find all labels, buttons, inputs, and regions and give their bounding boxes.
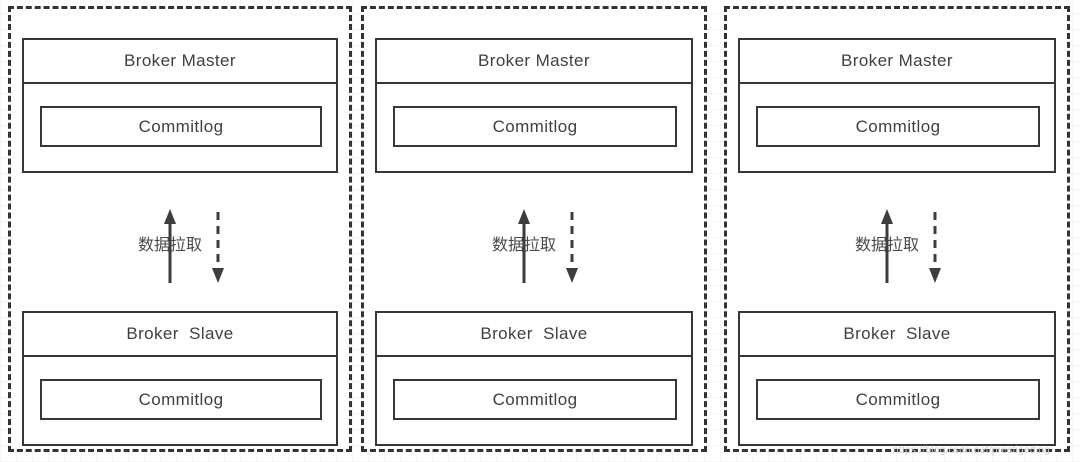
slave-commitlog-box: Commitlog <box>756 379 1040 420</box>
broker-group-panel-2: Broker Master Commitlog 数据拉取 Broker Slav… <box>361 6 707 452</box>
broker-slave-box: Broker Slave Commitlog <box>738 311 1056 446</box>
dashed-down-arrow-icon <box>929 212 941 283</box>
broker-slave-box: Broker Slave Commitlog <box>22 311 338 446</box>
slave-commitlog-box: Commitlog <box>40 379 322 420</box>
broker-slave-body: Commitlog <box>740 357 1054 444</box>
broker-slave-body: Commitlog <box>377 357 691 444</box>
broker-master-title: Broker Master <box>377 40 691 84</box>
broker-master-box: Broker Master Commitlog <box>22 38 338 173</box>
broker-master-box: Broker Master Commitlog <box>375 38 693 173</box>
data-pull-label: 数据拉取 <box>855 237 920 254</box>
dashed-down-arrow-icon <box>566 212 578 283</box>
broker-slave-box: Broker Slave Commitlog <box>375 311 693 446</box>
broker-master-body: Commitlog <box>740 84 1054 171</box>
data-pull-arrows: 数据拉取 <box>492 203 604 288</box>
master-commitlog-box: Commitlog <box>756 106 1040 147</box>
solid-up-arrow-icon <box>164 209 176 283</box>
broker-slave-title: Broker Slave <box>377 313 691 357</box>
broker-master-title: Broker Master <box>24 40 336 84</box>
data-pull-arrows: 数据拉取 <box>138 203 250 288</box>
solid-up-arrow-icon <box>881 209 893 283</box>
broker-slave-title: Broker Slave <box>24 313 336 357</box>
watermark-text: https://blog.csdn.net/prestigeding <box>893 445 1050 456</box>
broker-group-panel-3: Broker Master Commitlog 数据拉取 Broker Slav… <box>724 6 1070 452</box>
broker-slave-body: Commitlog <box>24 357 336 444</box>
broker-slave-title: Broker Slave <box>740 313 1054 357</box>
broker-master-title: Broker Master <box>740 40 1054 84</box>
dashed-down-arrow-icon <box>212 212 224 283</box>
data-pull-arrows: 数据拉取 <box>855 203 967 288</box>
broker-master-body: Commitlog <box>24 84 336 171</box>
solid-up-arrow-icon <box>518 209 530 283</box>
slave-commitlog-box: Commitlog <box>393 379 677 420</box>
master-commitlog-box: Commitlog <box>40 106 322 147</box>
broker-master-body: Commitlog <box>377 84 691 171</box>
data-pull-label: 数据拉取 <box>138 237 203 254</box>
master-commitlog-box: Commitlog <box>393 106 677 147</box>
broker-group-panel-1: Broker Master Commitlog 数据拉取 Broker Slav… <box>8 6 352 452</box>
broker-master-box: Broker Master Commitlog <box>738 38 1056 173</box>
data-pull-label: 数据拉取 <box>492 237 557 254</box>
